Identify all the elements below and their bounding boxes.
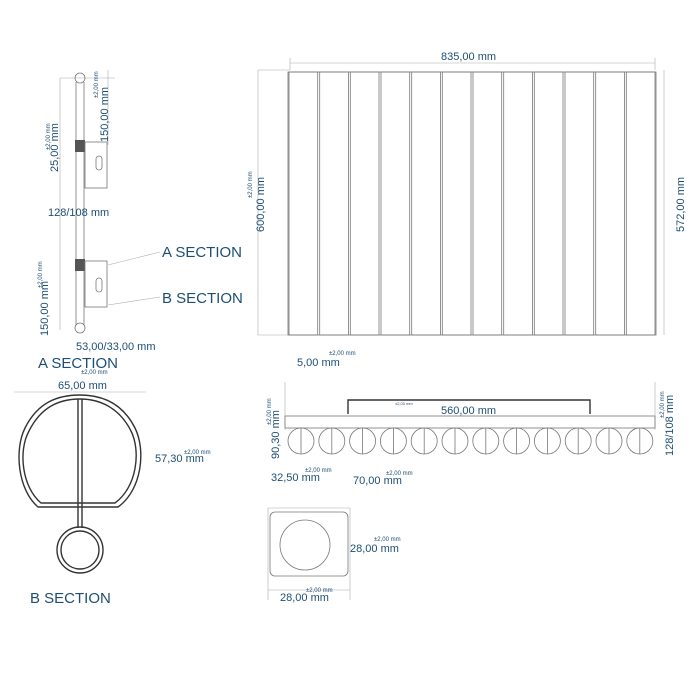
a-section-title: A SECTION	[38, 355, 118, 372]
a-section-title-tol: ±2,00 mm	[81, 370, 108, 376]
width-dim: 835,00 mm	[441, 51, 496, 63]
square-plate	[269, 511, 349, 577]
gap-dim: 5,00 mm	[297, 357, 340, 369]
square-bore	[279, 519, 331, 571]
top-view: 560,00 mm ±2,00 mm 90,30 mm ±2,00 mm 128…	[267, 382, 676, 487]
bottom-bracket-tol: ±2,00 mm	[38, 261, 44, 288]
a-depth-tol: ±2,00 mm	[184, 450, 211, 456]
radiator-tube	[472, 71, 503, 336]
b-section-title: B SECTION	[30, 590, 111, 607]
square-height-dim: 28,00 mm	[350, 543, 399, 555]
depth-tol: ±2,00 mm	[267, 398, 273, 425]
top-view-pipes	[287, 427, 654, 455]
b-section: B SECTION	[30, 507, 111, 607]
radiator-tube	[533, 71, 564, 336]
radiator-tube	[319, 71, 349, 336]
radiator-tube	[349, 71, 380, 336]
top-bracket-dim: 150,00 mm	[99, 87, 111, 142]
collar-tol: ±2,00 mm	[46, 123, 52, 150]
square-height-tol: ±2,00 mm	[374, 537, 401, 543]
height-dim: 600,00 mm	[255, 177, 267, 232]
top-bracket-tol: ±2,00 mm	[94, 71, 100, 98]
b-section-tube	[56, 526, 104, 574]
depth-dim: 90,30 mm	[270, 410, 282, 459]
a-section: A SECTION ±2,00 mm 65,00 mm 57,30 mm ±2,…	[14, 355, 211, 508]
span-tol: ±2,00 mm	[395, 401, 413, 406]
pitch-tol: ±2,00 mm	[386, 471, 413, 477]
section-b-label: B SECTION	[162, 290, 243, 307]
radiator-tube	[288, 71, 319, 336]
lower-bracket	[84, 260, 108, 308]
gap-tol: ±2,00 mm	[329, 351, 356, 357]
radiator-tube	[564, 71, 595, 336]
lower-collar	[75, 259, 85, 271]
wall-distance-dim: 53,00/33,00 mm	[76, 341, 156, 353]
upper-collar	[75, 140, 85, 152]
span-dim: 560,00 mm	[441, 405, 496, 417]
center-tol: ±2,00 mm	[660, 391, 666, 418]
top-plate	[284, 415, 656, 429]
square-detail: 28,00 mm ±2,00 mm 28,00 mm ±2,00 mm	[267, 507, 401, 604]
bottom-bracket-dim: 150,00 mm	[39, 281, 51, 336]
radiator-tube	[595, 71, 625, 336]
radiator-outline	[287, 71, 657, 336]
radiator-tube	[503, 71, 533, 336]
center-dim: 128/108 mm	[664, 395, 676, 456]
offset-dim: 32,50 mm	[271, 472, 320, 484]
side-view: 150,00 mm ±2,00 mm 25,00 mm ±2,00 mm 128…	[38, 70, 243, 353]
square-width-tol: ±2,00 mm	[306, 588, 333, 594]
front-view: 835,00 mm 600,00 mm ±2,00 mm 572,00 mm 5…	[248, 51, 687, 369]
collar-dim: 25,00 mm	[49, 123, 61, 172]
square-width-dim: 28,00 mm	[280, 592, 329, 604]
radiator-tube	[411, 71, 441, 336]
radiator-tube	[625, 71, 656, 336]
a-section-profile	[18, 394, 142, 508]
a-depth-dim: 57,30 mm	[155, 453, 204, 465]
center-distance-dim: 128/108 mm	[48, 207, 109, 219]
offset-tol: ±2,00 mm	[305, 468, 332, 474]
radiator-tube	[380, 71, 411, 336]
height-tol: ±2,00 mm	[248, 171, 254, 198]
tube-height-dim: 572,00 mm	[675, 177, 687, 232]
a-width-dim: 65,00 mm	[58, 380, 107, 392]
pitch-dim: 70,00 mm	[353, 475, 402, 487]
section-a-label: A SECTION	[162, 244, 242, 261]
upper-bracket	[84, 141, 108, 189]
radiator-tube	[441, 71, 472, 336]
radiator-tubes	[288, 71, 656, 336]
